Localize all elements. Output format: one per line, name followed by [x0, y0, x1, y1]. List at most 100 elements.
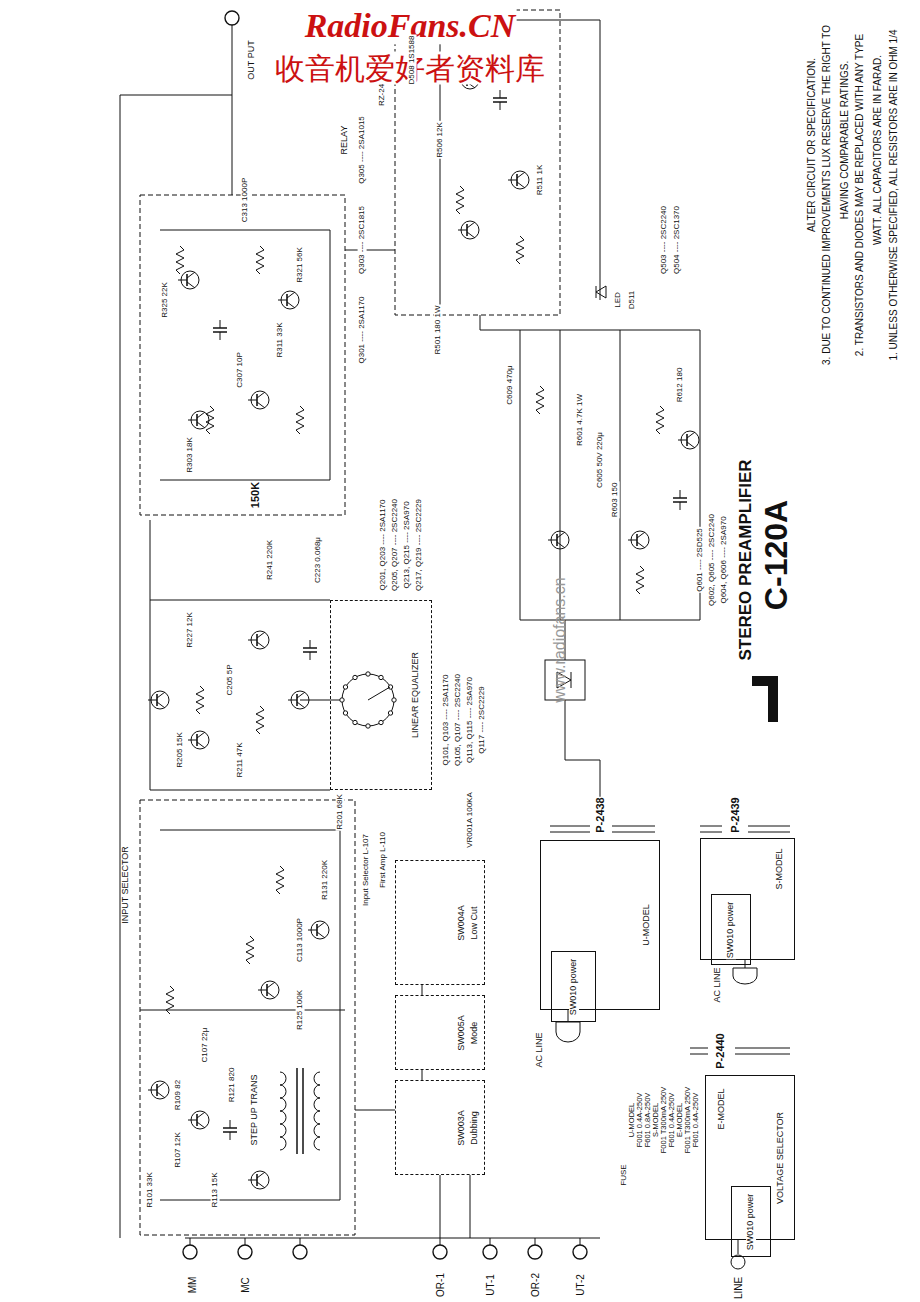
component-label: C605 50V 220μ — [596, 431, 605, 489]
wire — [520, 330, 521, 620]
wire — [620, 330, 621, 620]
note-text: 2. TRANSISTORS AND DIODES MAY BE REPLACE… — [854, 33, 865, 357]
component-label: AC LINE — [535, 1031, 545, 1068]
component-label: OR-2 — [530, 1272, 541, 1298]
wire — [470, 1175, 471, 1238]
block-label: S-MODEL — [775, 847, 785, 890]
component-label: LED — [614, 291, 623, 309]
circuit-block: E-MODELVOLTAGE SELECTORSW010 power — [705, 1075, 795, 1240]
component-label: P-2438 — [594, 796, 606, 833]
input-jack — [483, 1245, 497, 1259]
component-label: Q503 ---- 2SC2240 — [660, 205, 669, 275]
component-label: MM — [187, 1276, 198, 1295]
block-label: SW010 power — [746, 1192, 756, 1251]
wire — [355, 1110, 395, 1111]
component-label: R121 820 — [228, 1067, 237, 1104]
component-label: C223 0.068μ — [314, 536, 323, 584]
resistor-symbol — [296, 406, 304, 434]
wire — [160, 230, 330, 480]
component-label: S-MODEL — [652, 1102, 660, 1138]
resistor-symbol — [246, 936, 254, 964]
note-text: HAVING COMPARABLE RATINGS. — [839, 60, 850, 220]
component-label: Q105, Q107 ---- 2SC2240 — [454, 673, 463, 767]
block-label: Dubbing — [470, 1110, 480, 1146]
capacitor-symbol — [223, 1120, 237, 1140]
component-label: U-MODEL — [628, 1102, 636, 1139]
component-label: Q602, Q605 ---- 2SC2240 — [708, 513, 717, 607]
component-label: OUT PUT — [247, 39, 257, 80]
input-jack — [238, 1245, 252, 1259]
input-jack — [528, 1245, 542, 1259]
component-label: R101 33K — [146, 1171, 155, 1209]
transistor-symbol — [248, 631, 269, 649]
circuit-block: U-MODELSW010 power — [540, 840, 660, 1010]
component-label: Q113, Q115 ---- 2SA970 — [466, 676, 475, 764]
switch-box: SW010 power — [711, 894, 751, 965]
wire — [150, 520, 151, 790]
watermark: www.radiofans.cn — [551, 576, 569, 703]
component-label: 150K — [249, 481, 261, 509]
circuit-block: SW004ALow Cut — [395, 860, 485, 985]
component-label: Q201, Q203 ---- 2SA1170 — [379, 498, 388, 591]
capacitor-symbol — [673, 490, 687, 510]
component-label: C313 1000P — [241, 177, 250, 223]
component-label: Input Selector L-107 — [362, 833, 371, 907]
wire — [690, 1048, 708, 1049]
wire — [480, 315, 700, 620]
component-label: C609 470μ — [506, 364, 515, 405]
wire — [185, 1238, 600, 1239]
jack-stem — [490, 1238, 491, 1245]
component-label: Q303 ---- 2SC1815 — [358, 205, 367, 275]
wire — [700, 832, 722, 833]
component-label: RELAY — [340, 125, 350, 156]
component-label: R506 12K — [436, 121, 445, 159]
wire — [612, 832, 655, 833]
component-label: R107 12K — [174, 1131, 183, 1169]
block-label: Mode — [470, 1020, 480, 1045]
resistor-symbol — [206, 406, 214, 434]
step-up-transformer — [280, 1068, 320, 1154]
block-label: SW005A — [457, 1014, 467, 1052]
resistor-symbol — [256, 246, 264, 274]
capacitor-symbol — [303, 640, 317, 660]
transistor-symbol — [148, 691, 169, 709]
ac-plug — [556, 1022, 580, 1042]
component-label: UT-2 — [575, 1273, 586, 1297]
dashed-section — [140, 195, 345, 515]
wire — [700, 826, 722, 827]
title-text: STEREO PREAMPLIFIER — [737, 458, 756, 661]
component-label: P-2440 — [714, 1032, 726, 1069]
note-text: 1. UNLESS OTHERWISE SPECIFIED, ALL RESIS… — [888, 28, 899, 361]
brand-logo — [752, 676, 778, 722]
component-label: INPUT SELECTOR — [121, 845, 131, 925]
block-label: LINEAR EQUALIZER — [411, 651, 421, 739]
component-label: R205 15K — [176, 731, 185, 769]
component-label: First Amp L-110 — [379, 831, 388, 889]
wire — [120, 25, 232, 1238]
jack-stem — [190, 1238, 191, 1245]
component-label: R311 33K — [276, 322, 285, 359]
resistor-symbol — [536, 386, 544, 414]
component-label: Q205, Q207 ---- 2SC2240 — [391, 498, 400, 592]
block-label: SW004A — [457, 904, 467, 942]
component-label: AC LINE — [713, 966, 723, 1003]
jack-stem — [440, 1238, 441, 1245]
resistor-symbol — [276, 866, 284, 894]
capacitor-symbol — [493, 90, 507, 110]
input-jack — [183, 1245, 197, 1259]
wire — [738, 1240, 739, 1254]
component-label: R321 56K — [296, 246, 305, 284]
wire-connector — [422, 1070, 423, 1080]
component-label: R501 180 1W — [434, 305, 443, 356]
jack-stem — [300, 1238, 301, 1245]
wire — [440, 1175, 441, 1238]
circuit-block: SW003ADubbing — [395, 1080, 485, 1175]
wire-connector — [422, 985, 423, 995]
component-label: D508 1S1588 — [408, 35, 417, 86]
resistor-symbol — [656, 406, 664, 434]
component-label: R241 220K — [266, 539, 275, 581]
note-text: WATT. ALL CAPACITORS ARE IN FARAD. — [872, 54, 883, 246]
output-jack — [225, 11, 239, 25]
wire — [150, 790, 330, 791]
